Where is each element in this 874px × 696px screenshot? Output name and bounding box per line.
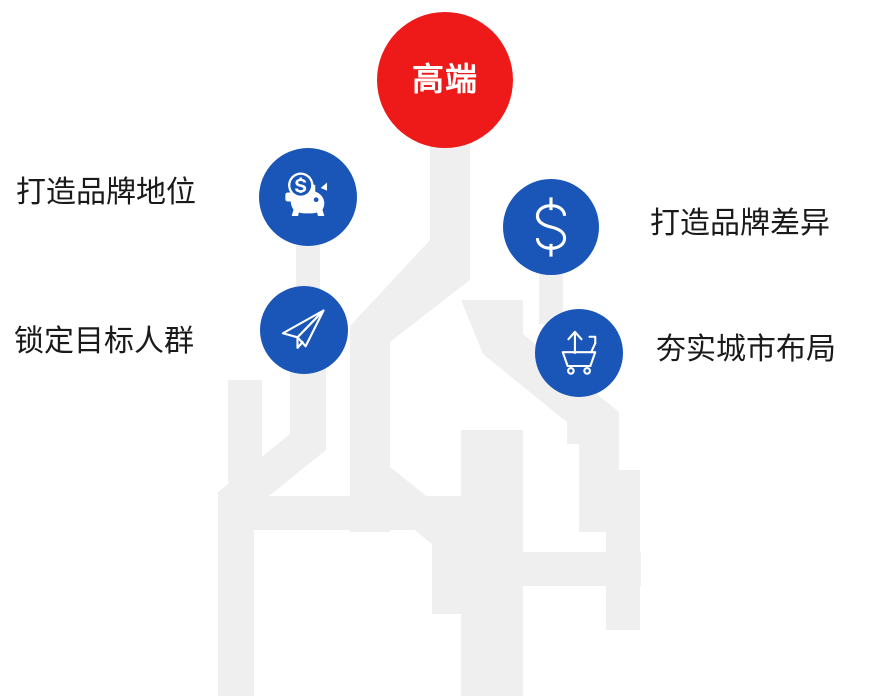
dollar-sign-icon bbox=[535, 197, 567, 257]
paper-plane-icon bbox=[281, 309, 325, 349]
tree-stem-plane bbox=[292, 362, 316, 426]
tree-branch-left-inner bbox=[350, 366, 466, 614]
tree-branch-left-stub bbox=[228, 380, 262, 500]
label-city-layout: 夯实城市布局 bbox=[656, 333, 836, 366]
tree-branch-right-stub bbox=[606, 470, 640, 630]
label-brand-differentiation: 打造品牌差异 bbox=[650, 207, 830, 240]
piggy-bank-icon bbox=[285, 172, 328, 217]
tree-branch-right-upper bbox=[461, 300, 619, 532]
node-brand-differentiation[interactable] bbox=[503, 179, 599, 275]
tree-stem-dollar bbox=[539, 262, 563, 324]
tree-joint-right bbox=[505, 552, 641, 586]
node-city-layout[interactable] bbox=[535, 309, 623, 397]
label-brand-status: 打造品牌地位 bbox=[16, 176, 196, 209]
node-brand-status[interactable] bbox=[259, 148, 357, 246]
node-target-group[interactable] bbox=[260, 286, 348, 374]
label-target-group: 锁定目标人群 bbox=[14, 325, 194, 358]
root-node-circle[interactable]: 高端 bbox=[377, 12, 513, 148]
tree-trunk-mid bbox=[461, 430, 523, 570]
shopping-cart-up-icon bbox=[561, 330, 597, 375]
tree-stem-cart bbox=[567, 384, 591, 444]
tree-trunk-base bbox=[461, 560, 523, 696]
root-node-label: 高端 bbox=[411, 61, 478, 97]
tree-joint-left bbox=[254, 496, 468, 530]
